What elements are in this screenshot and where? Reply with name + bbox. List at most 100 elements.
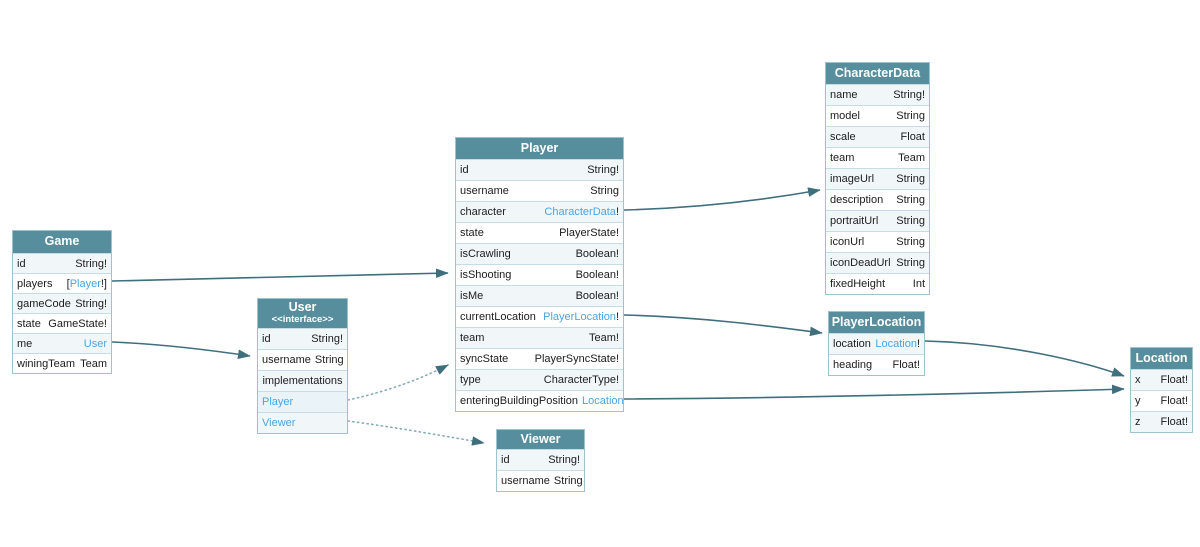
- field-type: Float!: [1160, 416, 1188, 428]
- field-type: Int: [913, 278, 925, 290]
- field-name: me: [17, 337, 33, 350]
- field-row-syncState[interactable]: syncState PlayerSyncState!: [456, 348, 623, 369]
- table-title: Location: [1135, 350, 1188, 365]
- type-link[interactable]: PlayerLocation: [543, 311, 616, 323]
- table-header[interactable]: Viewer: [497, 430, 584, 449]
- type-text: String: [896, 173, 925, 185]
- field-row-players[interactable]: players[Player!]: [13, 273, 111, 293]
- type-text: String: [896, 236, 925, 248]
- field-type: String!: [587, 164, 619, 176]
- field-type: String: [896, 110, 925, 122]
- field-type: PlayerSyncState!: [535, 353, 619, 365]
- edge-player-character-to-characterdata: [623, 187, 821, 211]
- field-name: character: [460, 206, 506, 218]
- table-header[interactable]: Location: [1131, 348, 1192, 369]
- field-name: id: [17, 257, 26, 270]
- type-link[interactable]: Location: [582, 395, 624, 407]
- field-type: PlayerLocation!: [543, 311, 619, 323]
- type-text: Boolean!: [575, 248, 619, 260]
- table-title: CharacterData: [834, 65, 921, 80]
- table-header[interactable]: CharacterData: [826, 63, 929, 84]
- type-link[interactable]: User: [83, 337, 107, 350]
- type-link[interactable]: CharacterData: [544, 206, 616, 218]
- field-name: syncState: [460, 353, 509, 365]
- type-text: String: [314, 354, 344, 366]
- type-text: Boolean!: [575, 290, 619, 302]
- field-row-me[interactable]: me User: [13, 333, 111, 353]
- field-row-x[interactable]: x Float!: [1131, 369, 1192, 390]
- type-text: String!: [893, 89, 925, 101]
- field-type: Team: [80, 358, 107, 370]
- type-text: CharacterType!: [543, 374, 619, 386]
- field-row-currentLocation[interactable]: currentLocation PlayerLocation!: [456, 306, 623, 327]
- field-row-implementations[interactable]: implementations: [258, 370, 347, 391]
- field-type: User: [84, 338, 107, 350]
- field-type: Team: [898, 152, 925, 164]
- type-text: String: [896, 215, 925, 227]
- field-name: z: [1135, 416, 1141, 428]
- field-type: String!: [893, 89, 925, 101]
- type-link[interactable]: Location: [875, 338, 917, 350]
- field-name: currentLocation: [460, 311, 536, 323]
- field-row-id[interactable]: id String!: [13, 253, 111, 273]
- table-header[interactable]: Game: [13, 231, 111, 253]
- field-name: winingTeam: [17, 357, 76, 370]
- field-type: String: [590, 185, 619, 197]
- type-link[interactable]: Player: [69, 277, 101, 290]
- type-text: String!: [75, 257, 107, 270]
- table-subtitle: <<interface>>: [271, 314, 334, 326]
- field-row-Viewer[interactable]: Viewer: [258, 412, 347, 433]
- field-name: scale: [830, 131, 856, 143]
- field-type: String: [896, 215, 925, 227]
- table-header[interactable]: PlayerLocation: [829, 312, 924, 333]
- field-name: x: [1135, 374, 1141, 386]
- field-type: Float!: [1160, 374, 1188, 386]
- table-header[interactable]: User <<interface>>: [258, 299, 347, 328]
- type-text: String!: [75, 297, 107, 310]
- type-text: !]: [100, 277, 107, 290]
- field-row-Player[interactable]: Player: [258, 391, 347, 412]
- field-row-winingTeam[interactable]: winingTeam Team: [13, 353, 111, 373]
- field-name[interactable]: Player: [262, 396, 294, 408]
- type-text: PlayerSyncState!: [534, 353, 619, 365]
- field-name[interactable]: Viewer: [262, 417, 296, 429]
- field-row-z[interactable]: z Float!: [1131, 411, 1192, 432]
- table-header[interactable]: Player: [456, 138, 623, 159]
